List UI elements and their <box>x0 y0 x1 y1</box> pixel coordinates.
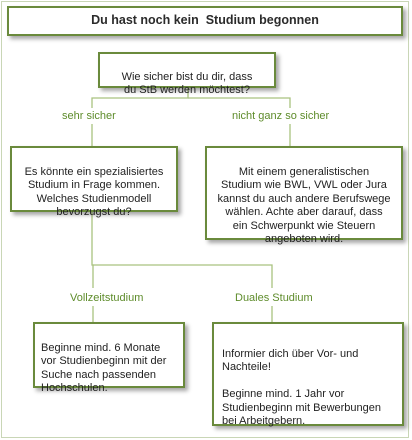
connector-question-left <box>91 87 189 108</box>
vollzeit-advice-box: Beginne mind. 6 Monate vor Studienbeginn… <box>33 322 185 394</box>
dual-advice-box: Informier dich über Vor- und Nachteile! … <box>212 322 404 428</box>
generalist-study-box: Mit einem generalistischen Studium wie B… <box>205 146 403 245</box>
branch-label-vollzeitstudium: Vollzeitstudium <box>70 292 144 304</box>
dual-advice-text: Informier dich über Vor- und Nachteile! … <box>222 347 382 428</box>
connector-leftbox-down <box>91 210 94 288</box>
specialized-study-box: Es könnte ein spezialisiertes Studium in… <box>10 146 178 218</box>
title-box: Du hast noch kein Studium begonnen <box>7 6 403 36</box>
branch-label-duales-studium: Duales Studium <box>235 292 313 304</box>
vollzeit-advice-text: Beginne mind. 6 Monate vor Studienbeginn… <box>41 341 167 395</box>
diagram-title: Du hast noch kein Studium begonnen <box>91 13 319 28</box>
branch-label-sehr-sicher: sehr sicher <box>62 110 116 122</box>
connector-question-right <box>188 97 291 108</box>
branch-label-nicht-ganz-so-sicher: nicht ganz so sicher <box>232 110 330 122</box>
generalist-study-text: Mit einem generalistischen Studium wie B… <box>217 165 391 246</box>
question-text: Wie sicher bist du dir, dass du StB werd… <box>121 70 253 97</box>
specialized-study-text: Es könnte ein spezialisiertes Studium in… <box>24 165 164 219</box>
connector-sub-right <box>93 264 273 288</box>
question-box: Wie sicher bist du dir, dass du StB werd… <box>98 52 276 96</box>
